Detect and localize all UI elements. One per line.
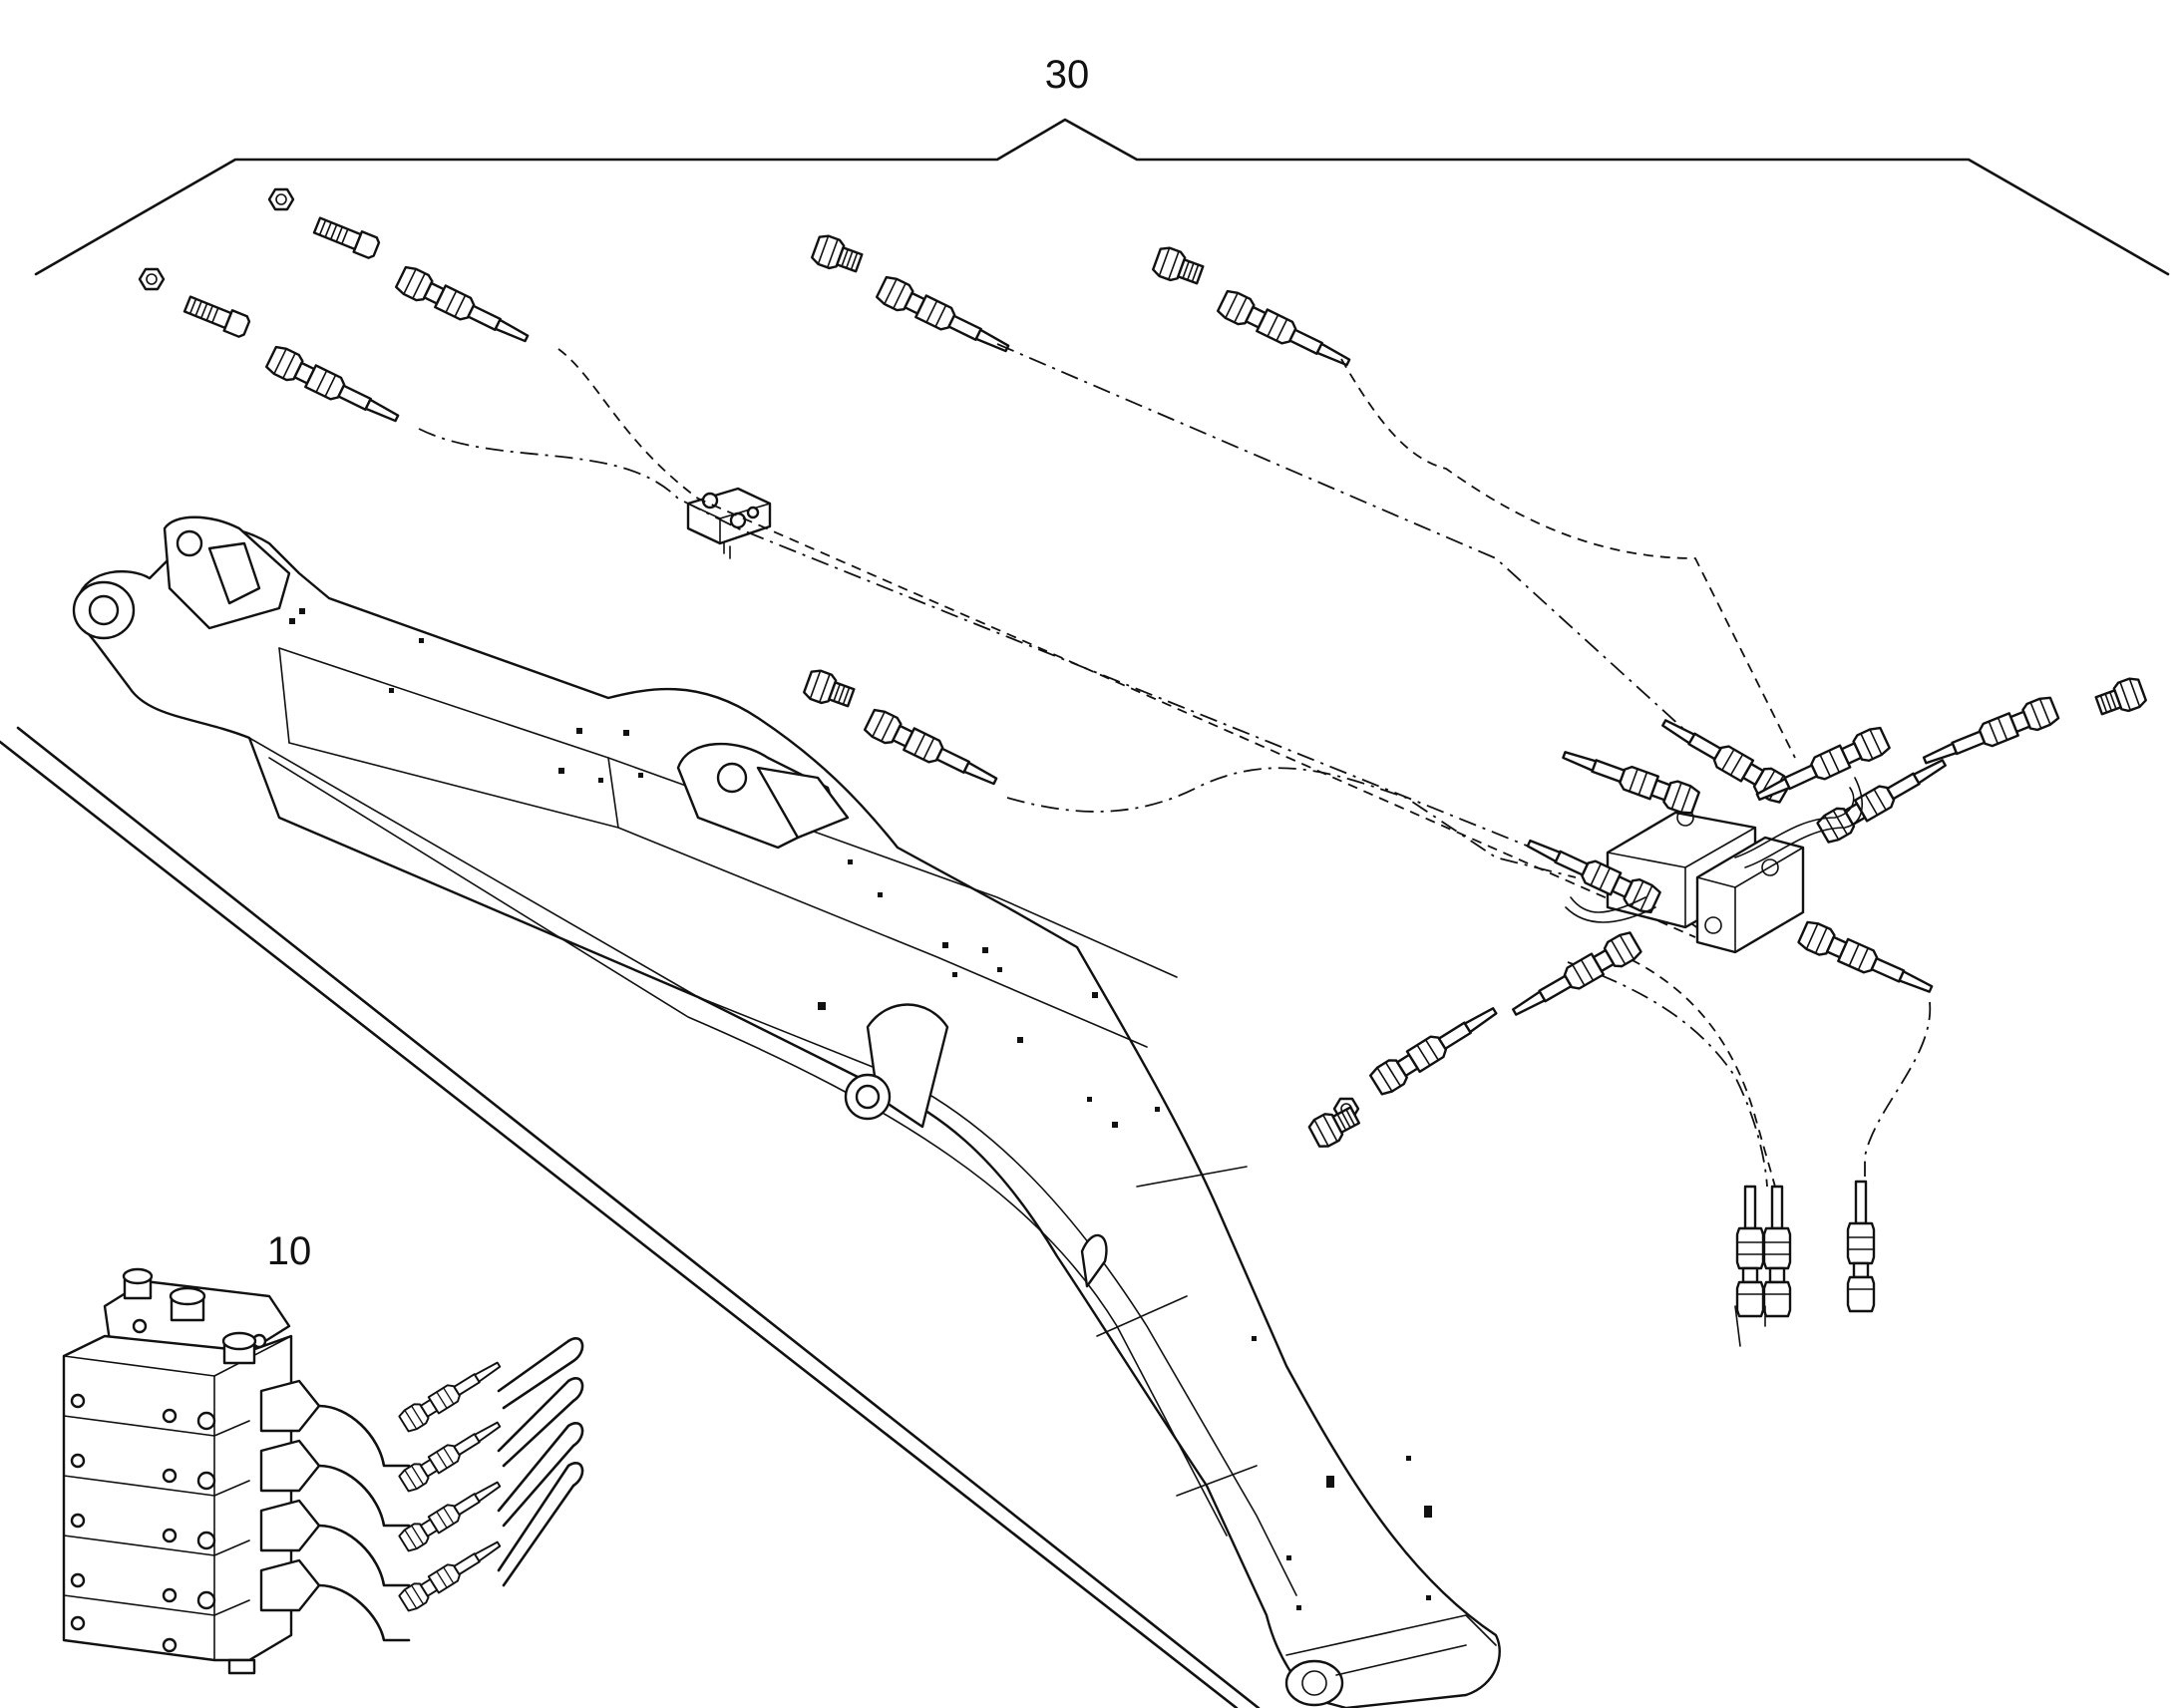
manifold-block xyxy=(1506,709,1953,1026)
callout-10-label: 10 xyxy=(267,1229,312,1273)
callout-10-group: 10 xyxy=(62,1229,584,1675)
callout-30-group: 30 xyxy=(34,53,2170,276)
hose-routing-lines xyxy=(418,343,1932,1188)
boom-assembly xyxy=(72,515,1501,1708)
right-hardware xyxy=(1305,674,2149,1347)
callout-30-bracket xyxy=(34,118,2170,276)
ground-lines xyxy=(0,726,1261,1708)
valve-block-assembly xyxy=(62,1267,584,1675)
callout-30-label: 30 xyxy=(1045,53,1090,97)
hose-clamp xyxy=(686,487,772,559)
